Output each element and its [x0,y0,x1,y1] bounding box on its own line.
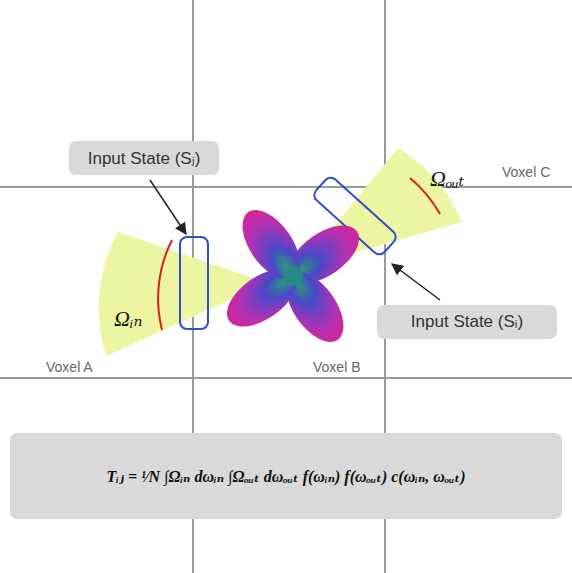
input-state-box [180,237,208,329]
voxel-label: Voxel C [502,164,550,180]
phase-function-glyph [217,200,369,352]
solid-angle-label: Ωₒᵤₜ [430,166,464,192]
leader-arrow [150,180,186,234]
solid-angle-arc [158,240,172,330]
voxel-label: Voxel B [313,359,360,375]
voxel-label: Voxel A [46,359,93,375]
leader-arrow [392,264,440,300]
callout-text: Input State (Sⱼ) [88,148,201,169]
formula-box: Tᵢⱼ = ¹⁄N ∫Ωᵢₙ dωᵢₙ ∫Ωₒᵤₜ dωₒᵤₜ f(ωᵢₙ) f… [10,433,562,519]
callout-box: Input State (Sⱼ) [69,141,219,175]
solid-angle-label: Ωᵢₙ [114,306,142,332]
callout-box: Input State (Sᵢ) [377,305,557,339]
callout-text: Input State (Sᵢ) [411,312,523,332]
formula-text: Tᵢⱼ = ¹⁄N ∫Ωᵢₙ dωᵢₙ ∫Ωₒᵤₜ dωₒᵤₜ f(ωᵢₙ) f… [106,467,465,486]
